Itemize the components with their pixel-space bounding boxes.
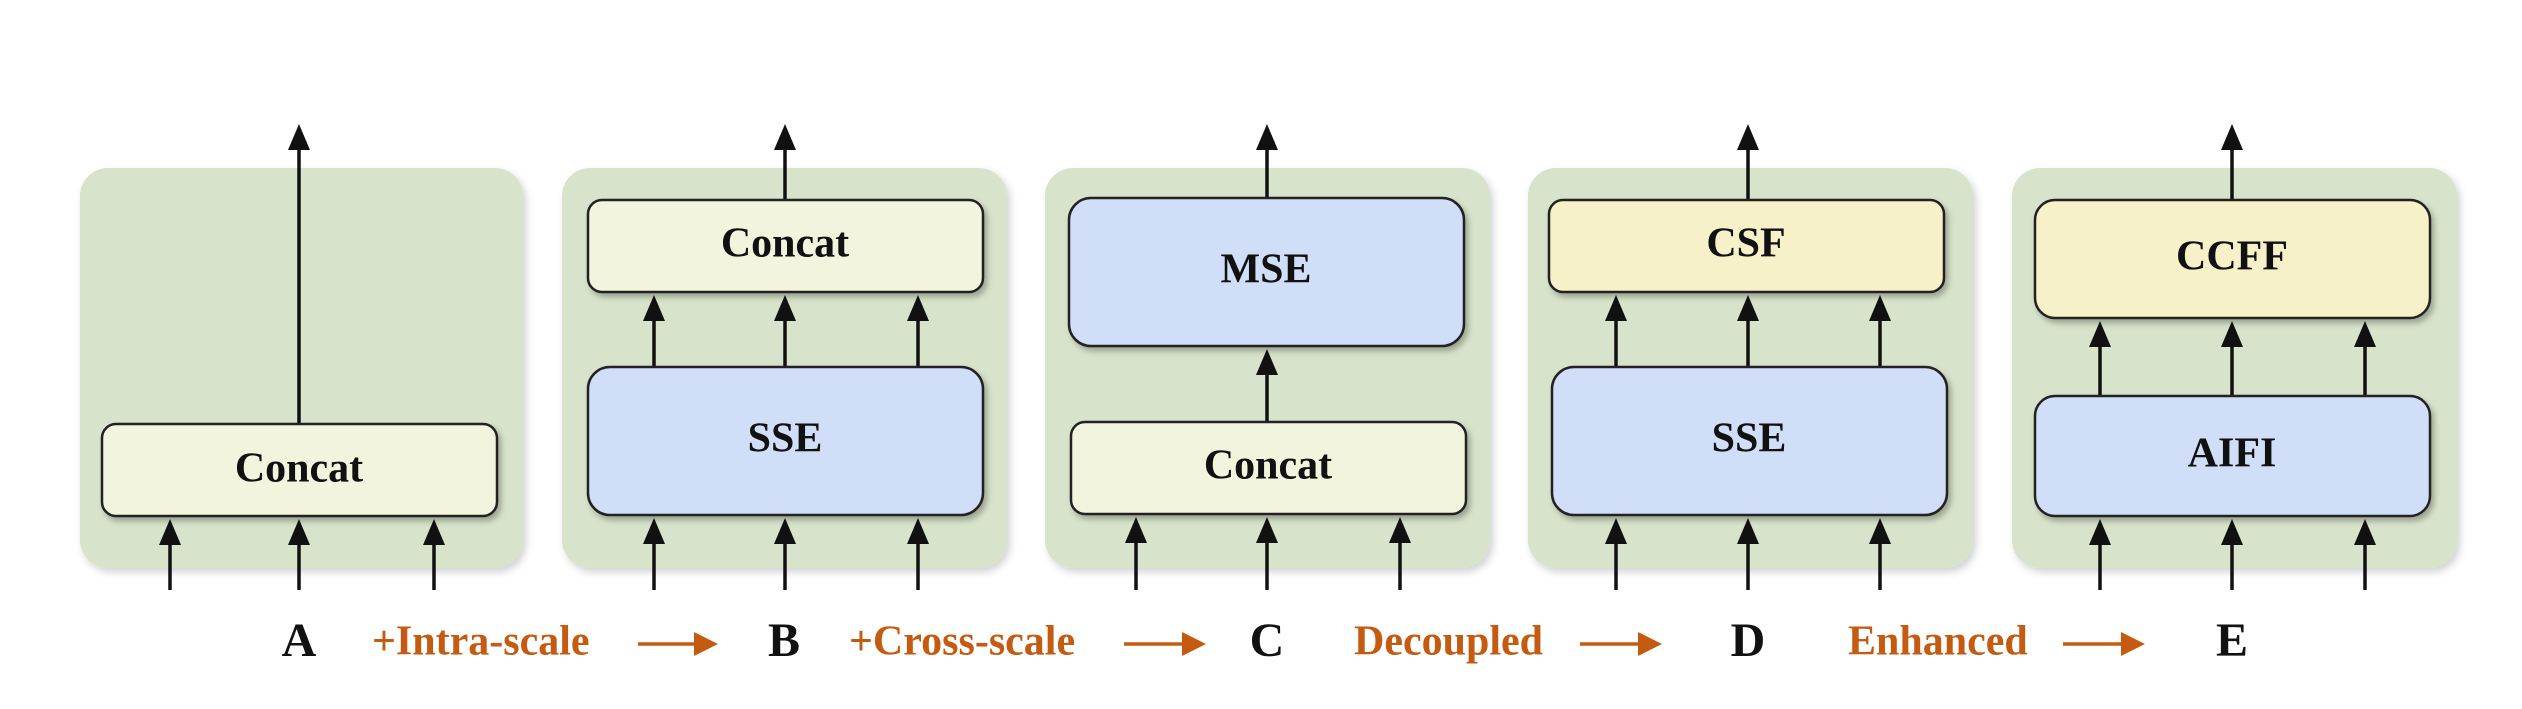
panel-a-input-arrow-1 (159, 519, 181, 590)
panel-d-sse-label: SSE (1712, 416, 1787, 462)
panel-d-letter: D (1731, 614, 1766, 667)
panel-e-letter: E (2216, 614, 2248, 667)
panel-a-letter: A (282, 614, 317, 667)
panel-c-mse-label: MSE (1220, 247, 1311, 293)
panel-c-concat-label: Concat (1204, 443, 1332, 489)
panel-d-csf-label: CSF (1706, 221, 1785, 267)
transition-decoupled-arrow (1580, 632, 1662, 656)
panel-e-mid-arrow-3 (2354, 321, 2376, 396)
panel-b-sse-box (586, 365, 985, 517)
panel-d-csf-box (1547, 198, 1946, 294)
panel-a-concat-box (100, 422, 499, 518)
flow-arrows (159, 124, 2376, 590)
panel-d-sse-box (1550, 365, 1949, 517)
panel-e-aifi-box (2033, 394, 2432, 518)
panel-e-ccff-label: CCFF (2176, 234, 2288, 280)
panel-b-input-arrow-2 (774, 518, 796, 590)
panel-b-input-arrow-3 (907, 518, 929, 590)
panel-e-input-arrow-2 (2221, 519, 2243, 590)
panel-e-aifi-label: AIFI (2188, 431, 2277, 477)
panel-c-letter: C (1250, 614, 1285, 667)
panel-b-letter: B (768, 614, 800, 667)
panel-b-concat-box (586, 198, 985, 294)
panel-b-mid-arrow-1 (643, 295, 665, 367)
transition-enhanced-arrow (2063, 632, 2145, 656)
transition-intra-scale-arrow (638, 632, 718, 656)
panel-d-mid-arrow-2 (1737, 295, 1759, 367)
panel-b-input-arrow-1 (643, 518, 665, 590)
panel-d-mid-arrow-1 (1605, 295, 1627, 367)
panel-c-mse-box (1067, 196, 1466, 348)
panel-c-input-arrow-3 (1389, 517, 1411, 590)
panel-d-input-arrow-3 (1869, 518, 1891, 590)
panel-b-mid-arrow-2 (774, 295, 796, 367)
panel-d-input-arrow-1 (1605, 518, 1627, 590)
panel-d-input-arrow-2 (1737, 518, 1759, 590)
panel-d-output-arrow (1737, 124, 1759, 200)
transition-intra-scale-label: +Intra-scale (372, 619, 590, 665)
panel-b-sse-label: SSE (748, 416, 823, 462)
panel-c-concat-box (1069, 420, 1468, 516)
panel-b-mid-arrow-3 (907, 295, 929, 367)
panel-d-mid-arrow-3 (1869, 295, 1891, 367)
transition-enhanced-label: Enhanced (1848, 619, 2028, 665)
panel-c-input-arrow-2 (1256, 517, 1278, 590)
transition-cross-scale-arrow (1124, 632, 1206, 656)
panel-c-input-arrow-1 (1125, 517, 1147, 590)
panel-e-output-arrow (2221, 124, 2243, 200)
panel-c-output-arrow (1256, 124, 1278, 198)
panel-a-input-arrow-3 (423, 519, 445, 590)
transition-cross-scale-label: +Cross-scale (849, 619, 1075, 665)
panel-a-output-arrow (288, 124, 310, 424)
panel-e-ccff-box (2033, 198, 2432, 320)
panel-e-mid-arrow-1 (2089, 321, 2111, 396)
panel-a-input-arrow-2 (288, 519, 310, 590)
panel-a-concat-label: Concat (235, 446, 363, 492)
panel-b-concat-label: Concat (721, 221, 849, 267)
transition-decoupled-label: Decoupled (1354, 619, 1543, 665)
panel-e-input-arrow-1 (2089, 519, 2111, 590)
panel-e-input-arrow-3 (2354, 519, 2376, 590)
panel-e-mid-arrow-2 (2221, 321, 2243, 396)
panel-c-mid-arrow (1256, 349, 1278, 422)
panel-b-output-arrow (774, 124, 796, 200)
